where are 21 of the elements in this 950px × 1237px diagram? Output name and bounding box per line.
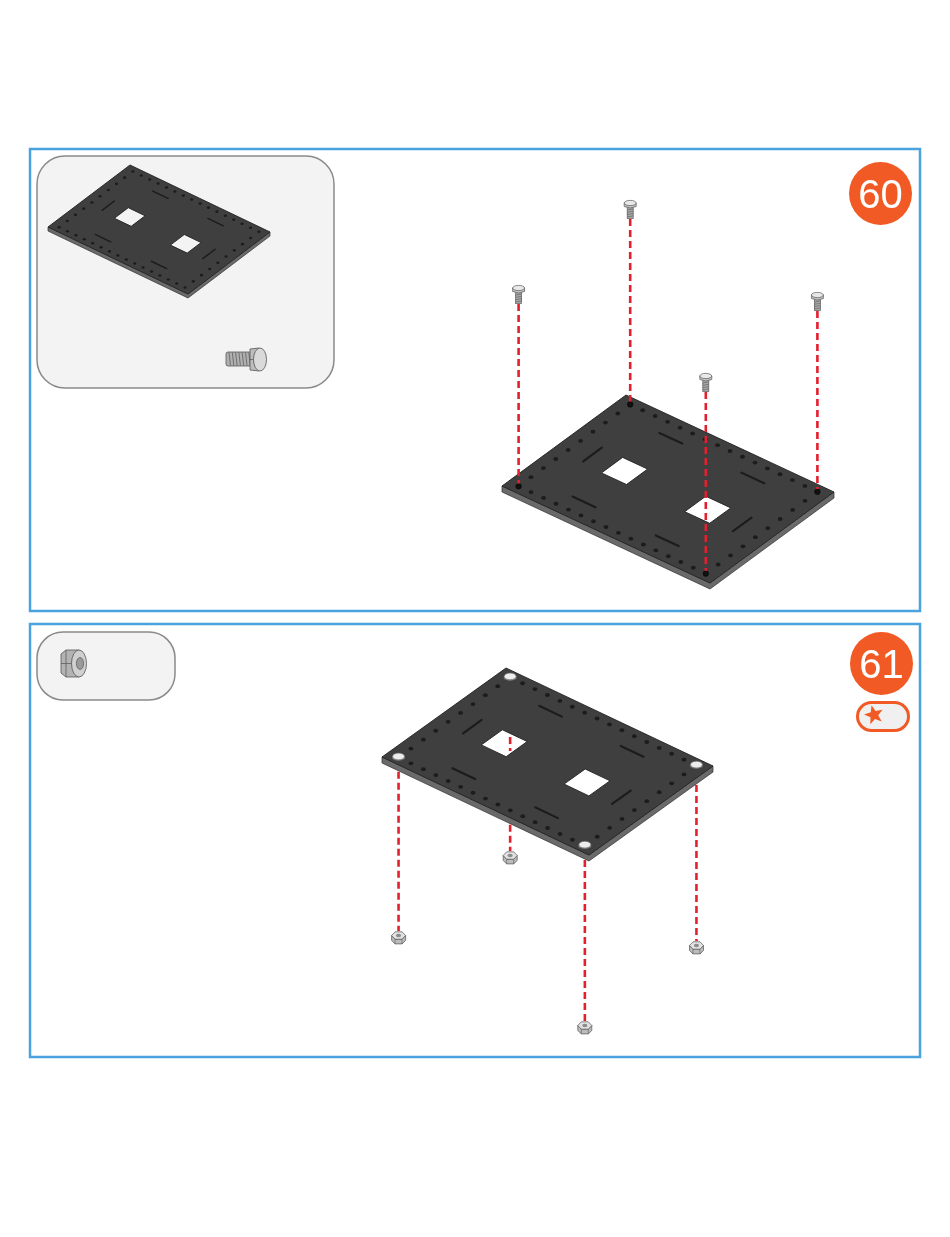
dashed-guide-line (397, 771, 400, 931)
mounting-plate-drawing (381, 667, 714, 862)
mounting-hole (814, 488, 821, 495)
dashed-guide-line (704, 392, 708, 571)
bolt-icon (512, 285, 525, 304)
dashed-guide-line (695, 784, 698, 941)
bolt-icon (811, 292, 824, 311)
step-number-badge: 61 (850, 632, 913, 695)
mounting-hole (515, 483, 522, 490)
hex-nut-icon (391, 931, 406, 945)
dashed-guide-line (583, 860, 587, 1021)
bolt-icon (623, 200, 637, 219)
hex-nut-icon (689, 941, 704, 955)
mounting-hole (627, 401, 634, 408)
hex-nut-icon (577, 1021, 593, 1035)
dashed-guide-line (628, 219, 632, 402)
mounting-hole (702, 570, 709, 577)
dashed-guide-line (508, 824, 512, 851)
step-number-badge: 60 (849, 162, 912, 225)
bolt-icon (699, 373, 713, 392)
hex-nut-icon (502, 851, 518, 865)
